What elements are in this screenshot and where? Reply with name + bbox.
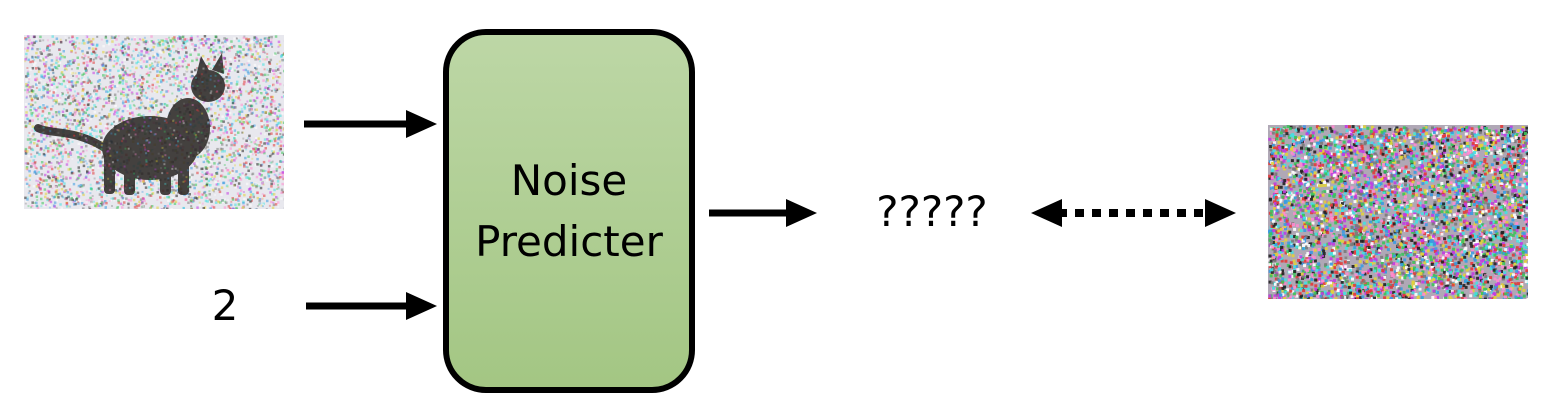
timestep-label: 2 — [211, 281, 239, 330]
timestep-input-arrow — [306, 292, 437, 320]
block-label-line1: Noise — [510, 156, 628, 205]
cat-silhouette — [34, 53, 225, 195]
output-arrow — [709, 199, 817, 227]
random-noise-image — [1268, 125, 1528, 299]
block-label-line2: Predicter — [475, 217, 663, 266]
comparison-dotted-arrow — [1031, 199, 1236, 227]
noise-predicter-block — [443, 29, 695, 393]
noisy-cat-image — [24, 35, 284, 209]
image-input-arrow — [304, 110, 437, 138]
unknown-output-label: ????? — [876, 187, 988, 236]
